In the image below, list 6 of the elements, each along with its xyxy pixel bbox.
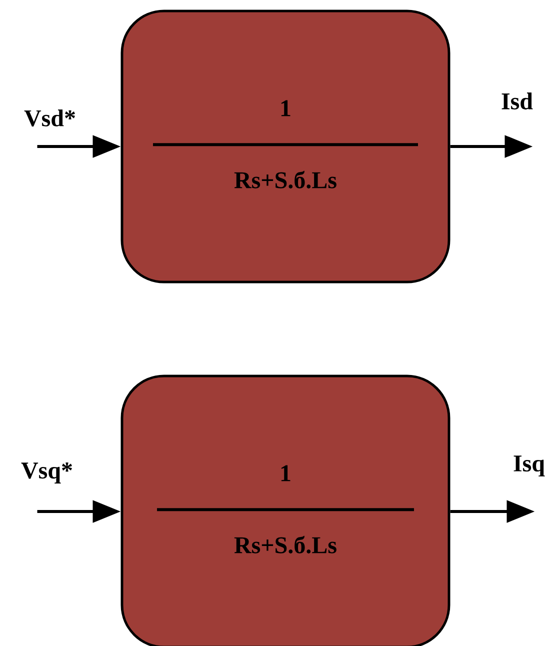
signal-label: Isq [514, 456, 545, 476]
signal-label: Vsq* [21, 462, 72, 484]
signal-label: Vsd* [24, 110, 75, 127]
signal-label: Isd [502, 92, 533, 110]
transfer-function-box: 1 Rs+S.б.Ls [120, 374, 450, 646]
transfer-function-box: 1 Rs+S.б.Ls [120, 10, 450, 284]
